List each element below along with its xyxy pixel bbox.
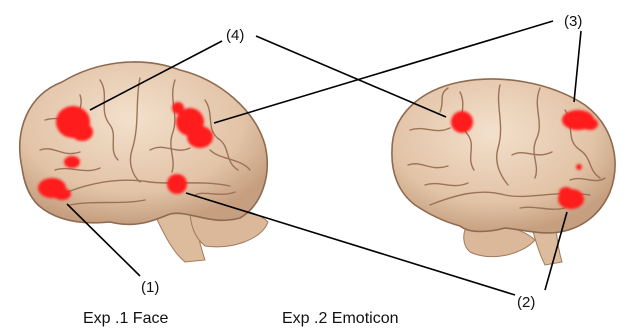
- label-region-3: (3): [564, 13, 582, 30]
- cerebrum-right: [392, 79, 615, 233]
- activation-blob: [172, 102, 184, 114]
- activation-blob: [576, 164, 582, 170]
- leader-line-4-right: [256, 36, 446, 117]
- activation-blob: [451, 111, 473, 133]
- activation-blob: [167, 174, 187, 194]
- caption-exp2: Exp .2 Emoticon: [282, 310, 399, 327]
- activation-blob: [53, 188, 71, 200]
- brain-left: [20, 62, 268, 262]
- activation-blob: [582, 118, 598, 130]
- label-region-4: (4): [226, 27, 244, 44]
- leader-line-3-right: [574, 31, 581, 102]
- caption-exp1: Exp .1 Face: [83, 310, 168, 327]
- label-region-1: (1): [141, 279, 159, 296]
- activation-blob: [71, 123, 93, 141]
- activation-blob: [187, 126, 213, 148]
- brain-right: [392, 79, 615, 265]
- activation-blob: [64, 156, 80, 168]
- label-region-2: (2): [517, 294, 535, 311]
- activation-blob: [559, 187, 573, 199]
